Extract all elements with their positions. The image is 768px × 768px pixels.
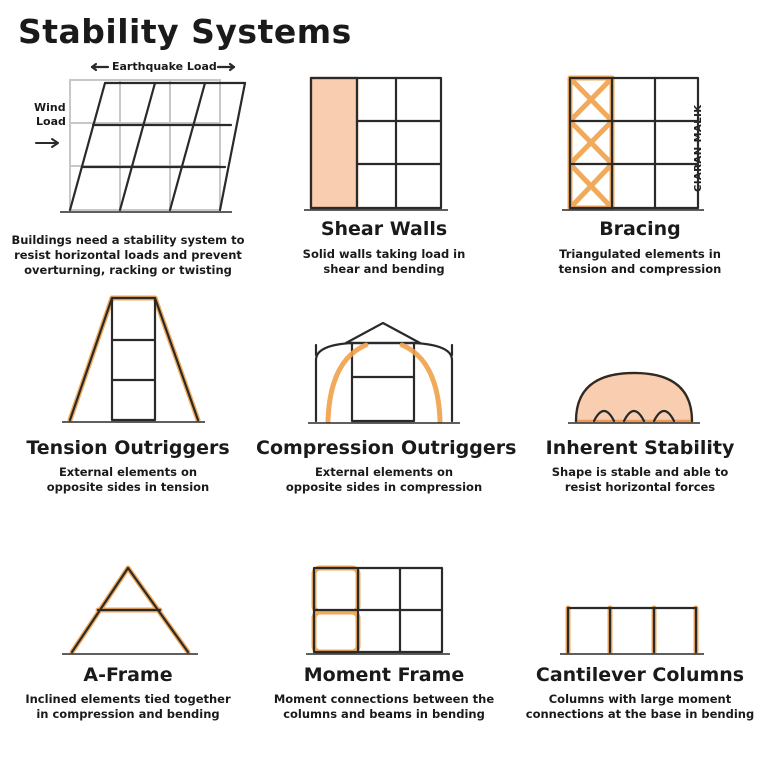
- panel-title: A-Frame: [83, 664, 173, 686]
- compression-outriggers-panel: Compression Outriggers External elements…: [256, 315, 517, 505]
- panel-title: Moment Frame: [303, 664, 465, 686]
- earthquake-load-label: Earthquake Load: [112, 60, 217, 73]
- moment-frame-illustration: [306, 565, 450, 655]
- compression-outriggers-illustration: [308, 321, 460, 424]
- wind-load-label-1: Wind: [34, 101, 66, 114]
- panel-title: Cantilever Columns: [535, 664, 745, 686]
- cantilever-columns-panel: Cantilever Columns Columns with large mo…: [512, 600, 768, 730]
- panel-title: Bracing: [599, 218, 681, 240]
- cantilever-columns-illustration: [560, 605, 704, 655]
- inherent-stability-illustration: [568, 371, 700, 424]
- racking-frame-illustration: [35, 62, 247, 213]
- tension-outriggers-illustration: [62, 295, 205, 423]
- wind-load-label-2: Load: [36, 115, 66, 128]
- moment-frame-panel: Moment Frame Moment connections between …: [256, 560, 512, 730]
- a-frame-illustration: [62, 565, 198, 655]
- bracing-illustration: [562, 75, 704, 211]
- inherent-stability-panel: Inherent Stability Shape is stable and a…: [512, 365, 768, 505]
- panel-title: Tension Outriggers: [26, 437, 230, 459]
- panel-title: Inherent Stability: [545, 437, 735, 459]
- panel-title: Shear Walls: [320, 218, 448, 240]
- intro-panel: Earthquake Load Wind Load Buildings need…: [0, 55, 256, 285]
- shear-walls-illustration: [304, 76, 448, 211]
- panel-title: Compression Outriggers: [256, 437, 517, 459]
- page-title: Stability Systems: [18, 12, 352, 51]
